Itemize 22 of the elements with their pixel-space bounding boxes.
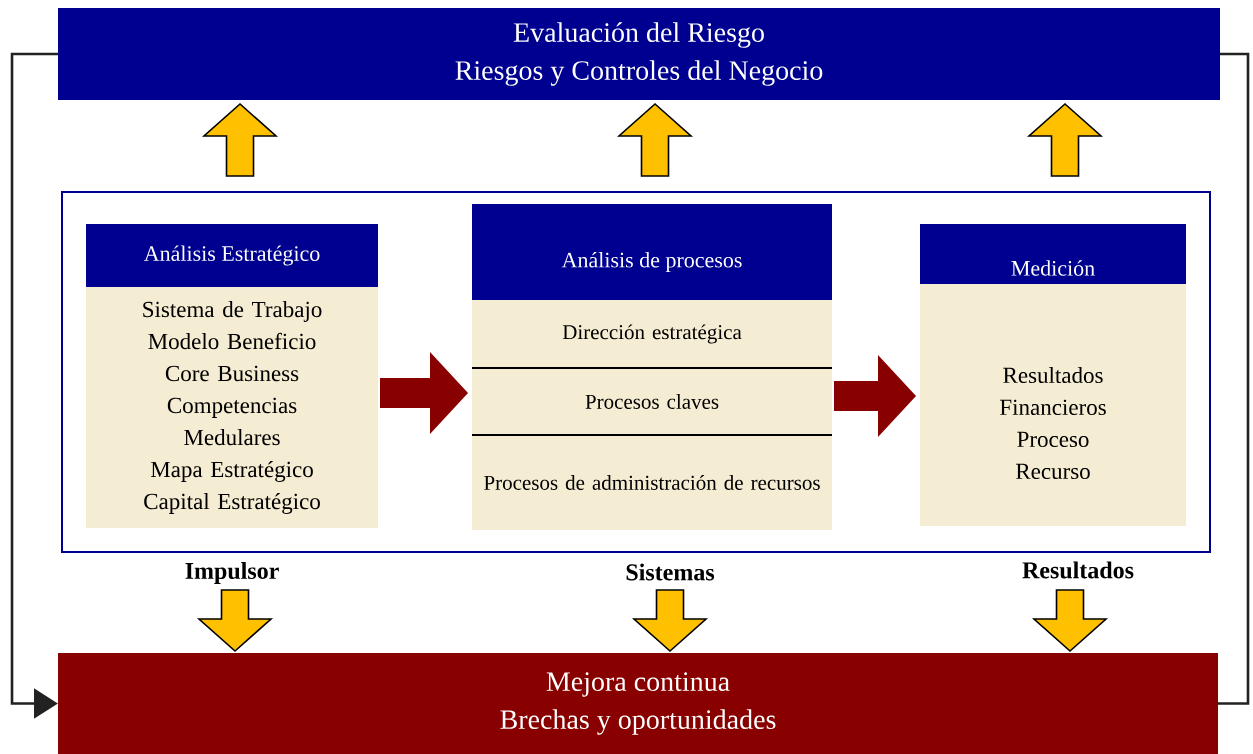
process-cell: Procesos de administración de recursos [471, 434, 833, 530]
block-arrow [380, 352, 468, 434]
process-cell: Dirección estratégica [472, 300, 832, 368]
banner-box: Mejora continua Brechas y oportunidades [58, 653, 1218, 754]
block-arrow [201, 102, 279, 177]
block-arrow [616, 102, 694, 177]
block-arrow [1026, 102, 1104, 177]
stage-label: Sistemas [626, 563, 715, 581]
block-arrow [834, 355, 916, 437]
column-box: Análisis Estratégico Sistema de Trabajo Modelo Beneficio Core Business Competencias Medulares Mapa Estratégico Capital Estratégico [86, 224, 378, 528]
column-box: Medición Resultados Financieros Proceso Recurso [920, 224, 1186, 526]
connector-line [1218, 52, 1250, 705]
block-arrow [1031, 589, 1109, 653]
stage-label: Resultados [1022, 561, 1134, 579]
stage-label: Impulsor [185, 562, 279, 584]
node-label: Procesos claves [585, 394, 719, 409]
process-cell: Procesos claves [471, 367, 833, 435]
column-box: Análisis de procesos [472, 204, 832, 300]
node-label: Dirección estratégica [562, 324, 742, 344]
block-arrow [196, 589, 274, 653]
block-arrow [631, 589, 709, 653]
banner-box: Evaluación del Riesgo Riesgos y Controles del Negocio [58, 8, 1220, 100]
